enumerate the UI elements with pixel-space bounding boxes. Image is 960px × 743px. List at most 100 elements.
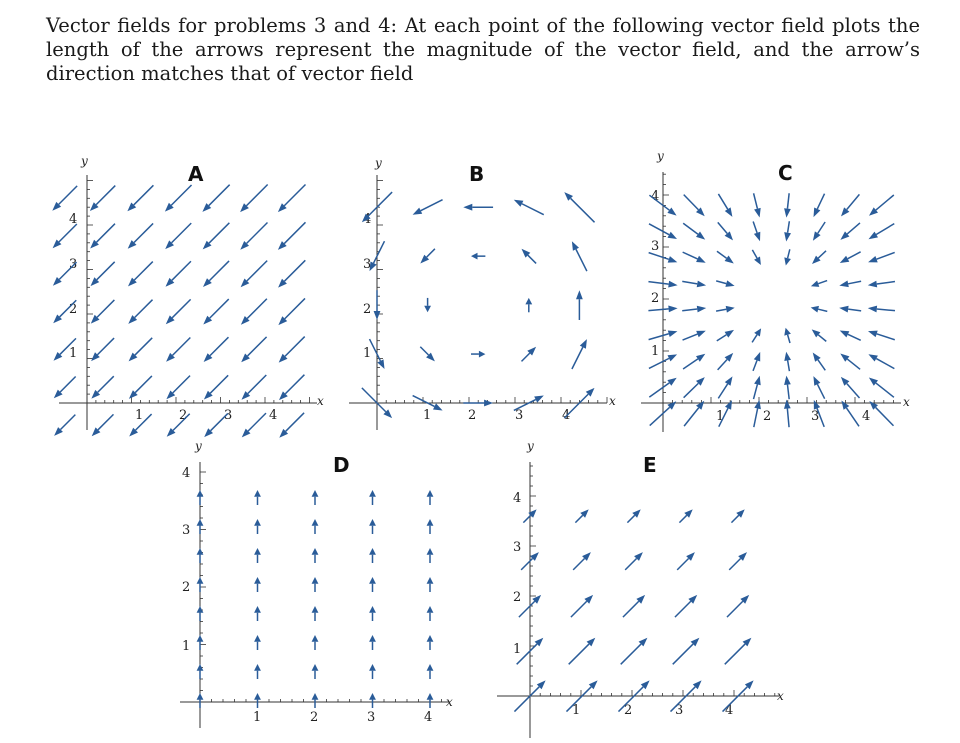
x-tick-a-3: 3 bbox=[224, 408, 232, 423]
d-arrow-24 bbox=[369, 693, 376, 708]
c-arrow-50 bbox=[839, 251, 861, 263]
e-arrow-22 bbox=[626, 509, 641, 524]
x-tick-c-1: 1 bbox=[716, 409, 724, 424]
y-axis-name-b: y bbox=[374, 156, 382, 170]
e-arrow-14 bbox=[726, 594, 750, 618]
e-arrow-19 bbox=[728, 552, 747, 571]
a-arrow-15 bbox=[91, 337, 115, 362]
c-arrow-61 bbox=[683, 194, 705, 217]
a-arrow-42 bbox=[52, 185, 78, 211]
x-tick-d-3: 3 bbox=[367, 710, 375, 725]
d-arrow-21 bbox=[311, 548, 319, 563]
b-arrow-21 bbox=[463, 203, 494, 211]
d-arrow-30 bbox=[369, 519, 376, 534]
d-arrow-23 bbox=[311, 490, 319, 505]
d-arrow-4 bbox=[196, 577, 204, 592]
c-arrow-12 bbox=[784, 375, 791, 400]
d-arrow-36 bbox=[426, 577, 434, 592]
d-arrow-35 bbox=[426, 606, 434, 621]
d-arrow-11 bbox=[254, 606, 261, 621]
a-arrow-3 bbox=[166, 413, 191, 437]
a-arrow-7 bbox=[53, 375, 77, 399]
d-arrow-14 bbox=[254, 519, 261, 534]
e-arrow-17 bbox=[624, 552, 643, 571]
a-arrow-22 bbox=[90, 299, 115, 324]
d-arrow-8 bbox=[254, 693, 261, 708]
x-tick-d-1: 1 bbox=[253, 710, 261, 725]
a-arrow-0 bbox=[54, 414, 76, 436]
y-axis-name-c: y bbox=[656, 149, 664, 163]
vector-field-plot-a: A y x 1 2 3 4 1 2 3 4 bbox=[52, 154, 325, 438]
y-tick-e-4: 4 bbox=[513, 491, 521, 506]
a-arrow-13 bbox=[279, 374, 305, 401]
c-arrow-44 bbox=[648, 251, 678, 263]
a-arrow-48 bbox=[277, 183, 307, 213]
b-arrow-9 bbox=[571, 339, 587, 370]
y-axis-name-e: y bbox=[526, 439, 534, 453]
d-arrow-34 bbox=[426, 635, 434, 650]
x-tick-a-4: 4 bbox=[269, 408, 277, 423]
a-arrow-30 bbox=[128, 261, 154, 287]
x-tick-e-2: 2 bbox=[624, 703, 632, 718]
c-arrow-65 bbox=[813, 193, 826, 218]
x-tick-e-4: 4 bbox=[725, 703, 733, 718]
y-axis-name-d: y bbox=[194, 439, 202, 453]
c-arrow-4 bbox=[784, 399, 791, 428]
d-arrow-38 bbox=[426, 519, 434, 534]
e-arrow-24 bbox=[730, 509, 745, 524]
c-arrow-43 bbox=[867, 280, 896, 288]
b-arrow-8 bbox=[520, 346, 537, 362]
a-arrow-5 bbox=[241, 412, 267, 438]
e-arrow-23 bbox=[678, 509, 693, 524]
c-arrow-28 bbox=[784, 327, 791, 344]
c-arrow-20 bbox=[784, 351, 791, 372]
y-tick-a-2: 2 bbox=[69, 302, 77, 317]
a-arrow-1 bbox=[91, 413, 115, 437]
d-arrow-29 bbox=[369, 548, 376, 563]
c-arrow-10 bbox=[717, 376, 733, 399]
c-arrow-38 bbox=[648, 280, 678, 288]
x-tick-b-1: 1 bbox=[423, 408, 431, 423]
e-arrow-9 bbox=[724, 637, 752, 665]
d-arrow-5 bbox=[196, 548, 204, 563]
c-arrow-58 bbox=[840, 222, 861, 240]
a-arrow-17 bbox=[166, 336, 191, 362]
a-arrow-11 bbox=[203, 374, 229, 400]
e-arrow-20 bbox=[522, 509, 537, 524]
x-tick-c-2: 2 bbox=[763, 409, 771, 424]
a-arrow-9 bbox=[128, 375, 153, 399]
a-arrow-2 bbox=[129, 413, 153, 437]
y-tick-c-1: 1 bbox=[651, 344, 659, 359]
d-arrow-32 bbox=[426, 693, 434, 708]
y-tick-a-4: 4 bbox=[69, 212, 77, 227]
d-arrow-0 bbox=[196, 693, 204, 708]
a-arrow-4 bbox=[204, 412, 229, 438]
e-arrow-18 bbox=[676, 552, 695, 571]
vector-field-plot-d: D y x 1 2 3 4 1 2 3 4 bbox=[170, 439, 470, 730]
e-arrow-13 bbox=[674, 594, 698, 618]
vector-field-plot-e: E y x 1 2 3 4 1 2 3 4 bbox=[485, 439, 795, 740]
c-arrow-11 bbox=[752, 375, 761, 400]
a-arrow-38 bbox=[165, 222, 192, 250]
c-arrow-48 bbox=[784, 249, 791, 266]
c-arrow-60 bbox=[648, 194, 677, 216]
c-arrow-53 bbox=[682, 222, 706, 240]
c-arrow-51 bbox=[868, 251, 895, 263]
c-arrow-46 bbox=[716, 250, 734, 264]
vector-field-e-svg: E y x 1 2 3 4 1 2 3 4 bbox=[497, 439, 784, 738]
plot-label-e: E bbox=[643, 453, 657, 477]
c-arrow-36 bbox=[839, 305, 862, 313]
a-arrow-29 bbox=[90, 261, 116, 287]
vector-field-plot-b: B y x 1 2 3 4 1 2 3 4 bbox=[345, 155, 620, 435]
a-arrow-8 bbox=[91, 375, 115, 399]
x-tick-c-4: 4 bbox=[862, 409, 870, 424]
x-tick-a-1: 1 bbox=[135, 408, 143, 423]
d-arrow-1 bbox=[196, 664, 204, 679]
e-arrow-3 bbox=[669, 680, 702, 713]
c-arrow-32 bbox=[648, 305, 678, 313]
c-arrow-0 bbox=[649, 401, 677, 427]
y-tick-a-1: 1 bbox=[69, 346, 77, 361]
y-tick-c-4: 4 bbox=[651, 189, 659, 204]
y-tick-d-3: 3 bbox=[182, 523, 190, 538]
b-arrow-15 bbox=[420, 248, 436, 264]
